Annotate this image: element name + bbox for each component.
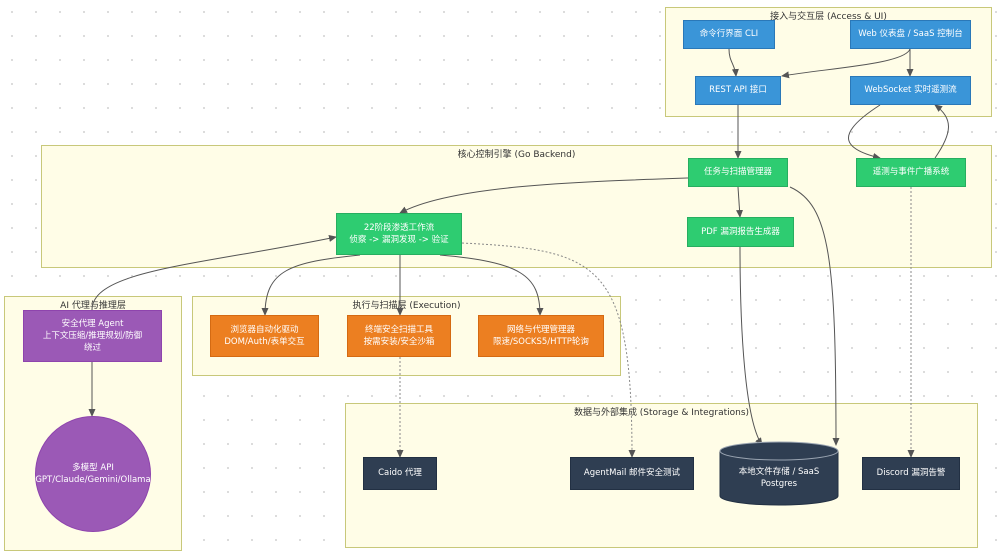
network-proxy-node-line-2: 限速/SOCKS5/HTTP轮询 <box>493 337 589 347</box>
discord-alert-node-label: Discord 漏洞告警 <box>876 468 946 479</box>
web-dashboard-node[interactable]: Web 仪表盘 / SaaS 控制台 <box>850 20 971 49</box>
caido-proxy-node[interactable]: Caido 代理 <box>363 457 437 490</box>
storage-node-line-1: 本地文件存储 / SaaS <box>738 467 820 477</box>
group-access-title: 接入与交互层 (Access & UI) <box>770 12 887 22</box>
group-storage-title: 数据与外部集成 (Storage & Integrations) <box>573 408 750 418</box>
security-agent-node-line-3: 绕过 <box>83 343 101 354</box>
storage-node-label: 本地文件存储 / SaaS Postgres <box>719 466 839 491</box>
security-agent-node[interactable]: 安全代理 Agent 上下文压缩/推理规划/防御 绕过 <box>23 310 162 362</box>
telemetry-node[interactable]: 遥测与事件广播系统 <box>856 158 966 187</box>
security-agent-node-line-2: 上下文压缩/推理规划/防御 <box>42 330 143 341</box>
terminal-scanner-node-line-1: 终端安全扫描工具 <box>364 324 433 335</box>
workflow-node-line-2: 侦察 -> 漏洞发现 -> 验证 <box>349 235 449 245</box>
rest-api-node-label: REST API 接口 <box>709 85 767 96</box>
terminal-scanner-node-line-2: 按需安装/安全沙箱 <box>363 337 435 347</box>
telemetry-node-label: 遥测与事件广播系统 <box>872 167 950 178</box>
pdf-report-node-label: PDF 漏洞报告生成器 <box>701 226 780 237</box>
caido-proxy-node-label: Caido 代理 <box>378 468 422 479</box>
web-dashboard-node-label: Web 仪表盘 / SaaS 控制台 <box>858 29 963 40</box>
websocket-node[interactable]: WebSocket 实时遥测流 <box>850 76 971 105</box>
storage-cylinder[interactable] <box>719 441 839 507</box>
group-core-title: 核心控制引擎 (Go Backend) <box>457 150 576 160</box>
group-exec-title: 执行与扫描层 (Execution) <box>352 301 461 311</box>
pdf-report-node[interactable]: PDF 漏洞报告生成器 <box>687 217 794 247</box>
rest-api-node[interactable]: REST API 接口 <box>695 76 781 105</box>
browser-driver-node[interactable]: 浏览器自动化驱动 DOM/Auth/表单交互 <box>210 315 319 357</box>
agentmail-node[interactable]: AgentMail 邮件安全测试 <box>570 457 694 490</box>
llm-api-node-line-2: GPT/Claude/Gemini/Ollama <box>35 475 151 485</box>
task-manager-node[interactable]: 任务与扫描管理器 <box>688 158 788 187</box>
workflow-node-line-1: 22阶段渗透工作流 <box>363 222 435 233</box>
cli-node[interactable]: 命令行界面 CLI <box>683 20 775 49</box>
network-proxy-node-line-1: 网络与代理管理器 <box>506 324 575 335</box>
agentmail-node-label: AgentMail 邮件安全测试 <box>583 468 681 479</box>
browser-driver-node-line-1: 浏览器自动化驱动 <box>230 324 299 335</box>
task-manager-node-label: 任务与扫描管理器 <box>703 167 772 178</box>
network-proxy-node[interactable]: 网络与代理管理器 限速/SOCKS5/HTTP轮询 <box>478 315 604 357</box>
security-agent-node-line-1: 安全代理 Agent <box>61 318 124 329</box>
llm-api-node[interactable]: 多模型 API GPT/Claude/Gemini/Ollama <box>35 416 151 532</box>
browser-driver-node-line-2: DOM/Auth/表单交互 <box>224 337 305 347</box>
terminal-scanner-node[interactable]: 终端安全扫描工具 按需安装/安全沙箱 <box>347 315 451 357</box>
cli-node-label: 命令行界面 CLI <box>699 29 759 40</box>
llm-api-node-line-1: 多模型 API <box>72 462 114 473</box>
workflow-node[interactable]: 22阶段渗透工作流 侦察 -> 漏洞发现 -> 验证 <box>336 213 462 255</box>
websocket-node-label: WebSocket 实时遥测流 <box>864 85 957 96</box>
group-core: 核心控制引擎 (Go Backend) <box>41 145 992 268</box>
storage-node-line-2: Postgres <box>760 479 798 490</box>
discord-alert-node[interactable]: Discord 漏洞告警 <box>862 457 960 490</box>
